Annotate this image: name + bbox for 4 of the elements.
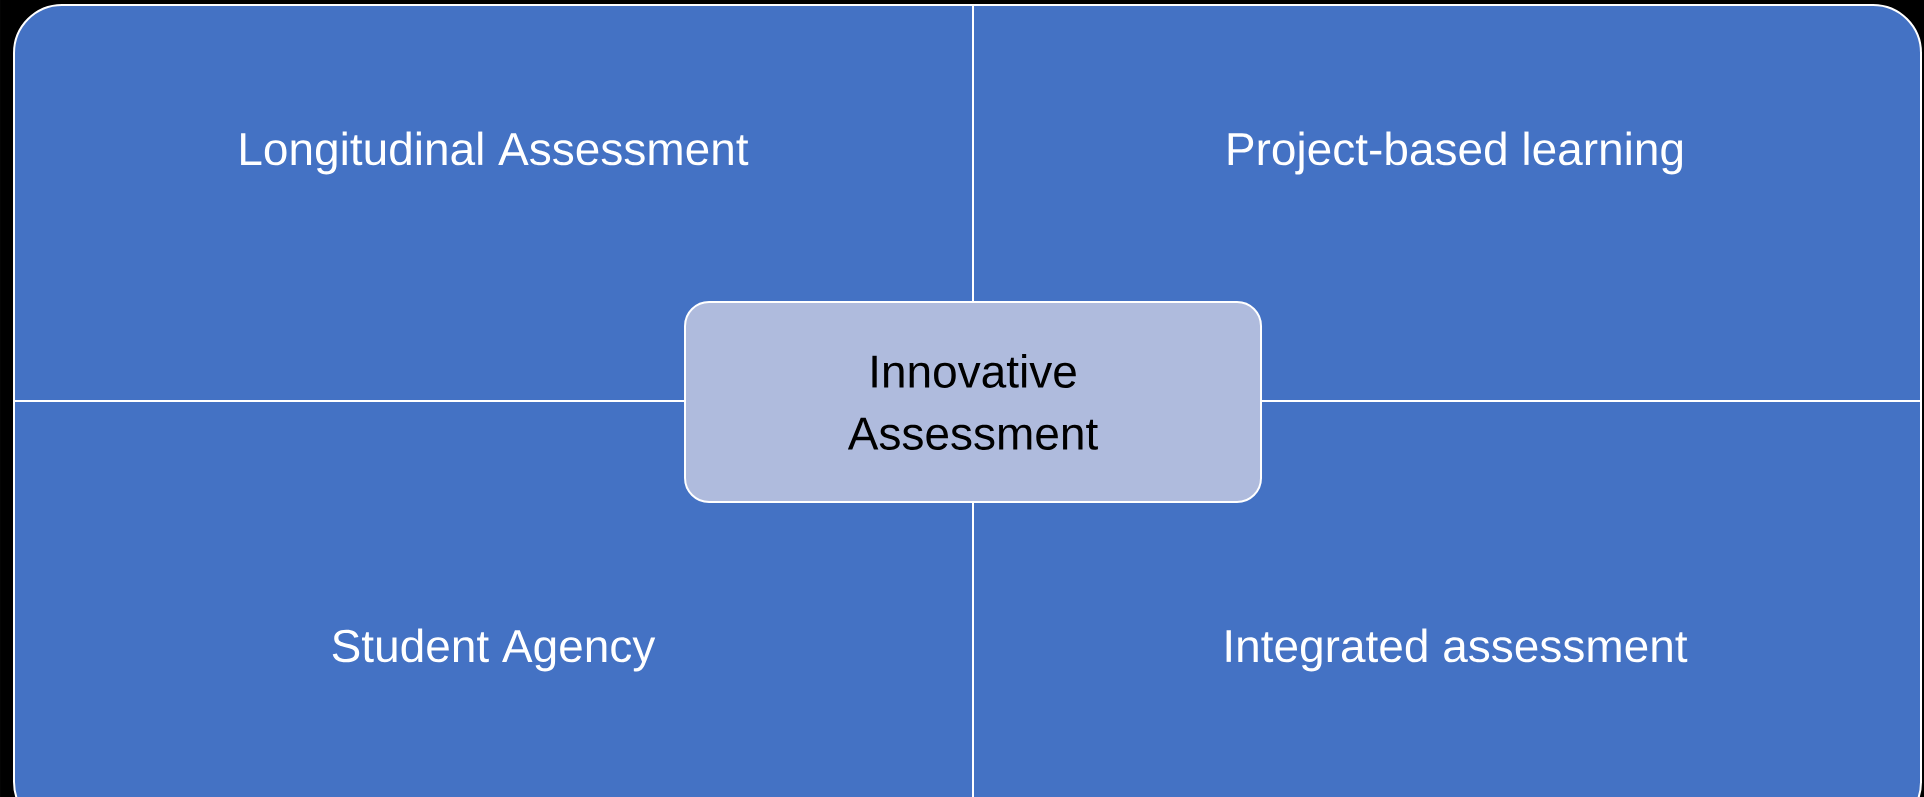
node-label: Integrated assessment <box>1226 628 1688 672</box>
node-label: Project-based learning <box>1228 131 1683 175</box>
node-label: Student Agency <box>332 628 656 672</box>
center-box: Innovative Assessment <box>684 301 1262 503</box>
